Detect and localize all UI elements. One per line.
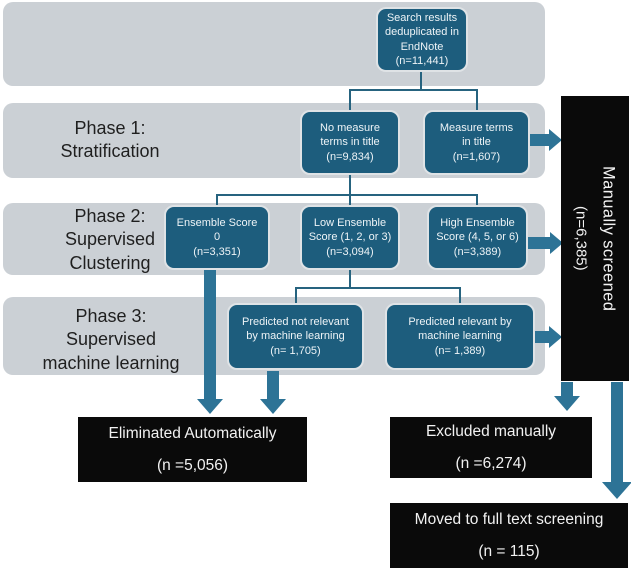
phase-2-label: Phase 2: Supervised Clustering <box>64 206 156 273</box>
connector-split-3-right-drop <box>459 287 461 305</box>
node-moved-to-full-text: Moved to full text screening (n = 115) <box>390 503 628 568</box>
node-search-results: Search results deduplicated in EndNote (… <box>376 7 468 72</box>
connector-split-2-horizontal <box>216 194 478 196</box>
connector-split-3-horizontal <box>295 287 461 289</box>
arrow-head-icon <box>550 232 563 254</box>
connector-no-measure-down <box>349 173 351 196</box>
connector-split-3-left-drop <box>295 287 297 305</box>
connector-split-1-left-drop <box>349 89 351 111</box>
arrow-right-measure-to-screened <box>529 129 562 151</box>
arrow-shaft <box>535 331 549 343</box>
node-high-ensemble-score: High Ensemble Score (4, 5, or 6) (n=3,38… <box>427 205 528 270</box>
connector-split-2-middle-drop <box>349 194 351 207</box>
arrow-head-icon <box>549 326 562 348</box>
arrow-down-ensemble0-to-eliminated <box>197 270 223 414</box>
node-manually-screened: Manually screened (n=6,385) <box>561 96 629 381</box>
connector-split-2-left-drop <box>216 194 218 207</box>
node-low-ensemble-score: Low Ensemble Score (1, 2, or 3) (n=3,094… <box>300 205 400 270</box>
arrow-head-icon <box>260 399 286 414</box>
arrow-right-high-ensemble-to-screened <box>528 232 563 254</box>
connector-split-2-right-drop <box>476 194 478 207</box>
arrow-down-screened-to-full-text <box>602 382 631 499</box>
arrow-head-icon <box>554 396 580 411</box>
arrow-shaft <box>267 371 279 399</box>
phase-3-label: Phase 3: Supervised machine learning <box>42 306 180 373</box>
arrow-shaft <box>561 382 573 396</box>
connector-split-1-horizontal <box>349 89 478 91</box>
arrow-shaft <box>611 382 623 482</box>
node-ensemble-score-0: Ensemble Score 0 (n=3,351) <box>164 205 270 270</box>
arrow-right-predicted-relevant-to-screened <box>535 326 562 348</box>
connector-search-down <box>420 70 422 91</box>
arrow-head-icon <box>549 129 562 151</box>
node-measure-terms: Measure terms in title (n=1,607) <box>423 110 530 175</box>
node-excluded-manually: Excluded manually (n =6,274) <box>390 417 592 478</box>
arrow-head-icon <box>602 482 631 499</box>
arrow-down-screened-to-excluded <box>554 382 580 411</box>
node-no-measure-terms: No measure terms in title (n=9,834) <box>300 110 400 175</box>
manually-screened-count: (n=6,385) <box>572 206 590 271</box>
node-predicted-relevant: Predicted relevant by machine learning (… <box>385 303 535 370</box>
arrow-head-icon <box>197 399 223 414</box>
connector-split-1-right-drop <box>476 89 478 111</box>
phase-1-label: Phase 1: Stratification <box>60 118 160 162</box>
manually-screened-label: Manually screened <box>599 165 618 312</box>
arrow-shaft <box>529 134 549 146</box>
node-predicted-not-relevant: Predicted not relevant by machine learni… <box>227 303 364 370</box>
node-eliminated-automatically: Eliminated Automatically (n =5,056) <box>78 417 307 482</box>
arrow-down-predicted-not-relevant-to-eliminated <box>260 371 286 414</box>
manually-screened-text: Manually screened (n=6,385) <box>561 96 629 381</box>
arrow-shaft <box>204 270 216 399</box>
arrow-shaft <box>528 237 550 249</box>
connector-low-ensemble-down <box>349 268 351 289</box>
